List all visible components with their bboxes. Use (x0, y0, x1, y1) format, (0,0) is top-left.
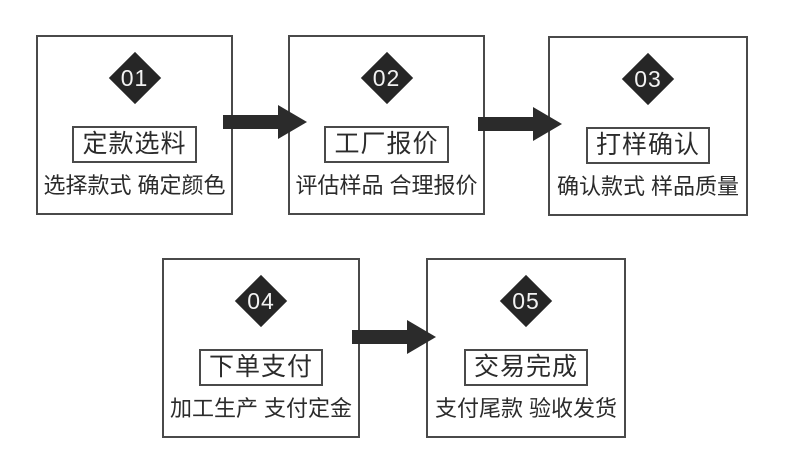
step-number-badge: 04 (234, 274, 288, 328)
step-number: 02 (372, 64, 401, 91)
step-title: 打样确认 (595, 131, 700, 159)
arrow-shaft (352, 330, 410, 344)
step-subtitle: 加工生产 支付定金 (169, 395, 353, 421)
step-card-1: 01 定款选料 选择款式 确定颜色 (36, 35, 233, 215)
step-subtitle: 确认款式 样品质量 (556, 173, 740, 199)
arrow-head (278, 105, 307, 139)
step-title: 定款选料 (82, 130, 187, 158)
step-subtitle: 支付尾款 验收发货 (434, 395, 618, 421)
arrow-shaft (478, 117, 536, 131)
arrow-right-icon (352, 320, 436, 354)
step-number-badge: 02 (360, 51, 414, 105)
step-title-box: 定款选料 (72, 126, 197, 163)
step-title: 交易完成 (473, 353, 578, 381)
arrow-right-icon (478, 107, 562, 141)
step-number-badge: 05 (499, 274, 553, 328)
step-card-2: 02 工厂报价 评估样品 合理报价 (288, 35, 485, 215)
step-number: 03 (634, 65, 662, 92)
step-card-3: 03 打样确认 确认款式 样品质量 (548, 36, 748, 216)
step-title-box: 下单支付 (198, 349, 323, 386)
step-subtitle: 选择款式 确定颜色 (43, 172, 226, 198)
step-title-box: 工厂报价 (324, 126, 449, 163)
arrow-head (533, 107, 562, 141)
step-number-badge: 01 (108, 51, 162, 105)
arrow-shaft (223, 115, 281, 129)
step-title-box: 交易完成 (463, 349, 588, 386)
arrow-head (407, 320, 436, 354)
step-title-box: 打样确认 (585, 127, 710, 164)
arrow-right-icon (223, 105, 307, 139)
step-title: 下单支付 (208, 353, 313, 381)
step-number: 01 (120, 64, 149, 91)
step-card-4: 04 下单支付 加工生产 支付定金 (162, 258, 360, 438)
step-number: 05 (512, 287, 540, 314)
step-title: 工厂报价 (334, 130, 439, 158)
step-number-badge: 03 (621, 52, 675, 106)
step-card-5: 05 交易完成 支付尾款 验收发货 (426, 258, 626, 438)
step-subtitle: 评估样品 合理报价 (295, 172, 478, 198)
step-number: 04 (247, 287, 275, 314)
